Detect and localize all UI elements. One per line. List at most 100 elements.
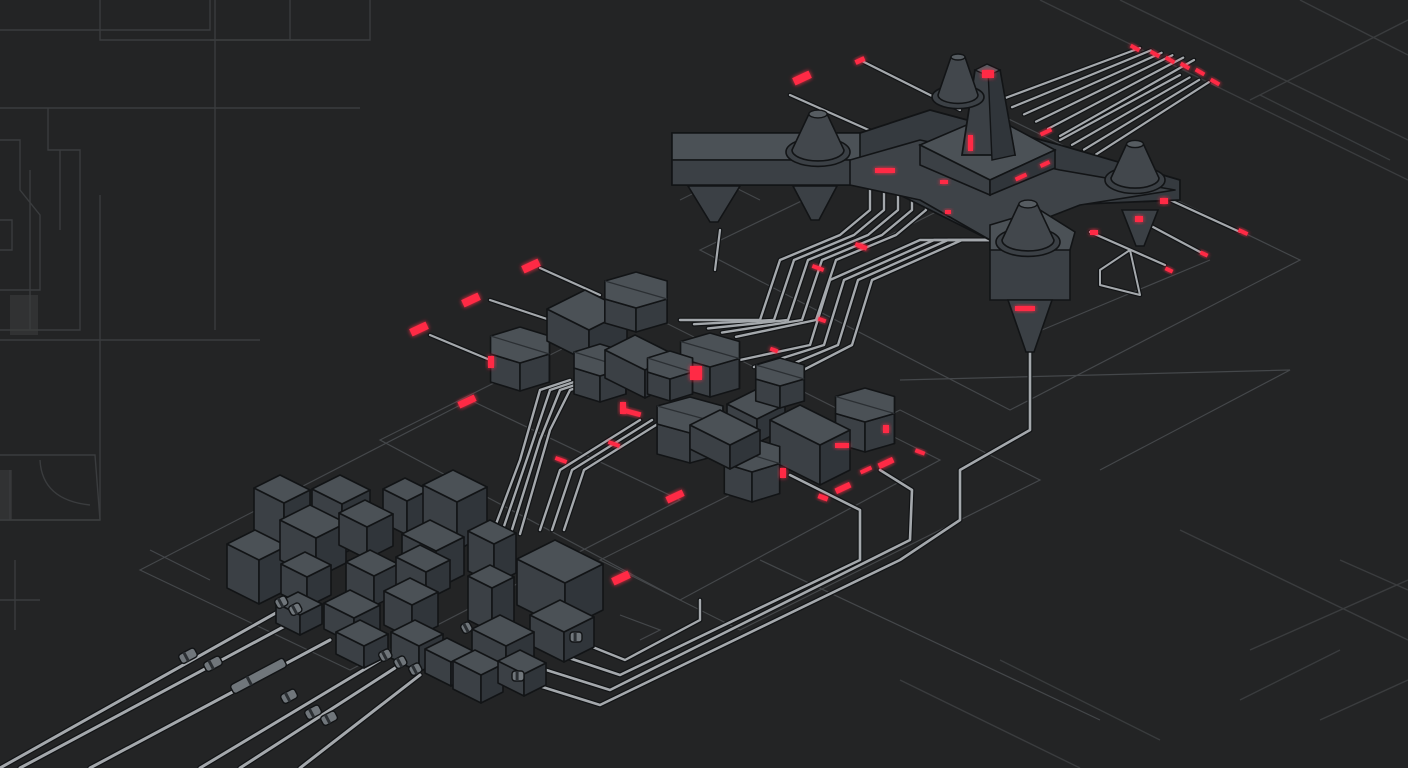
block-top-face <box>279 504 347 539</box>
status-light <box>690 366 702 380</box>
hex-facet <box>490 335 550 355</box>
block-top-face <box>253 474 311 504</box>
cable <box>238 666 397 768</box>
cone-top <box>1125 139 1145 149</box>
cable-connector <box>569 631 583 643</box>
hatched-box <box>0 470 12 520</box>
status-light <box>1135 216 1143 222</box>
hex-module <box>489 326 551 392</box>
cone-top <box>808 109 828 119</box>
cable <box>1070 76 1191 146</box>
hex-facet <box>835 395 895 415</box>
cable <box>1094 81 1210 156</box>
connector-ring <box>182 651 190 662</box>
hub-funnel <box>791 185 839 221</box>
status-light <box>811 264 825 272</box>
cable <box>298 673 422 768</box>
status-light <box>792 70 812 86</box>
cable <box>573 598 702 662</box>
cable <box>692 173 886 326</box>
cable <box>720 173 914 334</box>
server-block <box>226 529 288 605</box>
block-top-face <box>390 619 444 647</box>
status-light <box>875 168 895 173</box>
block-top-face <box>345 549 399 577</box>
status-light <box>1179 61 1191 71</box>
status-light <box>1014 172 1028 182</box>
cable <box>18 616 302 768</box>
block-top-face <box>689 409 761 446</box>
cable <box>1082 78 1201 151</box>
server-block-cluster <box>226 469 604 704</box>
connector-ring <box>573 632 577 642</box>
cable-connector <box>304 704 323 721</box>
cable <box>88 638 332 768</box>
cable <box>1058 58 1196 138</box>
cone-body <box>1110 143 1160 189</box>
cable <box>198 658 382 768</box>
status-light <box>1194 67 1206 77</box>
hub-funnel <box>1120 209 1160 247</box>
block-top-face <box>516 539 604 584</box>
cable <box>1046 56 1185 130</box>
cable-connectors <box>178 595 583 727</box>
block-top-face <box>467 519 517 545</box>
block-top-face <box>226 529 288 561</box>
status-light <box>1160 198 1168 204</box>
hub-cone <box>931 53 985 110</box>
status-light <box>622 407 642 418</box>
status-light <box>1039 127 1053 137</box>
block-top-face <box>383 577 439 606</box>
block-top-face <box>335 619 389 647</box>
status-light <box>780 468 786 478</box>
block-top-face <box>471 614 535 647</box>
status-light <box>1090 230 1098 235</box>
cable <box>780 238 1034 383</box>
connector-body <box>178 647 198 665</box>
hub-funnel <box>686 185 742 223</box>
hub-cone <box>785 109 851 168</box>
status-light <box>877 456 895 470</box>
block-top-face <box>401 519 465 552</box>
block-top-face <box>395 544 451 573</box>
status-lights <box>409 43 1249 586</box>
cable <box>0 603 292 768</box>
cable <box>518 348 1032 707</box>
status-light <box>940 180 948 184</box>
hub-cone <box>995 199 1061 258</box>
block-top-face <box>422 469 488 503</box>
status-light <box>856 243 868 251</box>
connector-ring <box>290 604 299 615</box>
hex-module <box>646 350 694 402</box>
hex-module-cluster-upper <box>489 271 741 403</box>
status-light <box>968 135 973 151</box>
cable <box>1022 51 1163 116</box>
hex-module <box>689 409 761 470</box>
status-light <box>982 70 994 78</box>
status-light <box>409 321 429 337</box>
status-light <box>1164 55 1176 65</box>
hex-module <box>754 357 806 409</box>
cable <box>562 418 666 532</box>
status-light <box>461 292 481 308</box>
status-light <box>488 356 494 368</box>
connector-ring <box>207 659 215 670</box>
connector-ring <box>276 597 285 608</box>
connector-ring <box>380 650 389 661</box>
cable <box>713 228 722 272</box>
cable <box>1010 49 1152 109</box>
server-block <box>335 619 389 669</box>
cable-connector <box>378 648 393 663</box>
block-top-face <box>424 637 474 663</box>
cable <box>488 298 552 322</box>
cable-connector <box>203 655 223 673</box>
cone-body <box>937 56 979 105</box>
cable-connector <box>288 602 303 617</box>
block-top-face <box>529 599 595 633</box>
status-light <box>1209 77 1221 87</box>
connector-body <box>320 710 339 727</box>
cable-connector <box>280 688 299 705</box>
block-top-face <box>769 404 851 446</box>
